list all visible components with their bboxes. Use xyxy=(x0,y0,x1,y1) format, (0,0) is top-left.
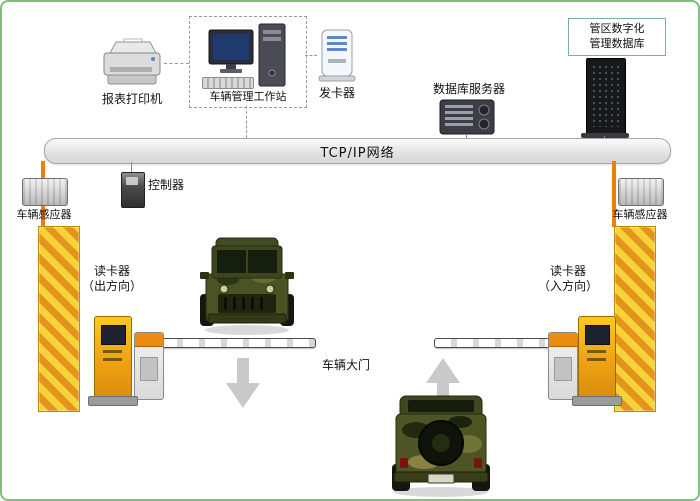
kiosk-base-right xyxy=(572,396,622,406)
kiosk-base-left xyxy=(88,396,138,406)
card-reader-entry-label: 读卡器 （入方向） xyxy=(536,264,600,294)
kiosk-screen-left xyxy=(101,325,126,345)
db-server-icon xyxy=(439,97,495,137)
arrow-up-icon xyxy=(426,358,460,408)
vehicle-sensor-left-icon xyxy=(22,178,68,206)
wall-right xyxy=(614,226,656,412)
card-reader-entry-label-line2: （入方向） xyxy=(537,279,598,293)
vehicle-sensor-right-label: 车辆感应器 xyxy=(612,208,668,221)
card-reader-exit-label-line1: 读卡器 xyxy=(93,264,130,278)
server-rack-icon xyxy=(586,58,626,136)
card-reader-exit-label: 读卡器 （出方向） xyxy=(80,264,144,294)
barrier-housing-left xyxy=(134,332,164,400)
military-jeep-front xyxy=(198,234,296,336)
workstation-group: 车辆管理工作站 xyxy=(189,16,307,108)
printer-label: 报表打印机 xyxy=(101,92,162,106)
controller-icon xyxy=(121,172,145,208)
card-reader-kiosk-right xyxy=(578,316,616,400)
printer-icon xyxy=(100,38,164,90)
network-label: TCP/IP网络 xyxy=(320,145,395,161)
card-issuer-label: 发卡器 xyxy=(318,86,355,100)
connector-db-server xyxy=(466,135,467,140)
connector-workstation-network xyxy=(246,106,247,138)
military-jeep-rear xyxy=(386,388,496,498)
card-reader-kiosk-left xyxy=(94,316,132,400)
vehicle-sensor-left-label: 车辆感应器 xyxy=(16,208,72,221)
card-reader-entry-label-line1: 读卡器 xyxy=(549,264,586,278)
district-db-label-line2: 管理数据库 xyxy=(589,37,645,50)
arrow-down-icon xyxy=(226,358,260,408)
connector-controller xyxy=(131,162,132,173)
district-db-label-box: 管区数字化 管理数据库 xyxy=(568,18,666,56)
barrier-arm-right xyxy=(434,338,552,348)
computer-tower-icon xyxy=(258,23,286,87)
server-rack-base xyxy=(581,133,629,138)
vehicle-sensor-right-icon xyxy=(618,178,664,206)
barrier-housing-right xyxy=(548,332,578,400)
district-db-label-line1: 管区数字化 xyxy=(589,22,645,36)
connector-printer xyxy=(164,63,189,64)
card-reader-exit-label-line2: （出方向） xyxy=(81,279,142,293)
cable-right xyxy=(612,161,616,227)
vehicle-gate-label: 车辆大门 xyxy=(321,358,370,372)
kiosk-screen-right xyxy=(585,325,610,345)
controller-label: 控制器 xyxy=(148,178,185,192)
tcpip-network-bus: TCP/IP网络 xyxy=(44,138,671,164)
monitor-icon xyxy=(208,29,254,75)
barrier-arm-left xyxy=(160,338,316,348)
wall-left xyxy=(38,226,80,412)
keyboard-icon xyxy=(202,77,254,89)
db-server-label: 数据库服务器 xyxy=(432,82,505,96)
card-issuer-icon xyxy=(317,28,357,82)
connector-card-issuer xyxy=(305,55,317,56)
workstation-label: 车辆管理工作站 xyxy=(209,90,287,103)
